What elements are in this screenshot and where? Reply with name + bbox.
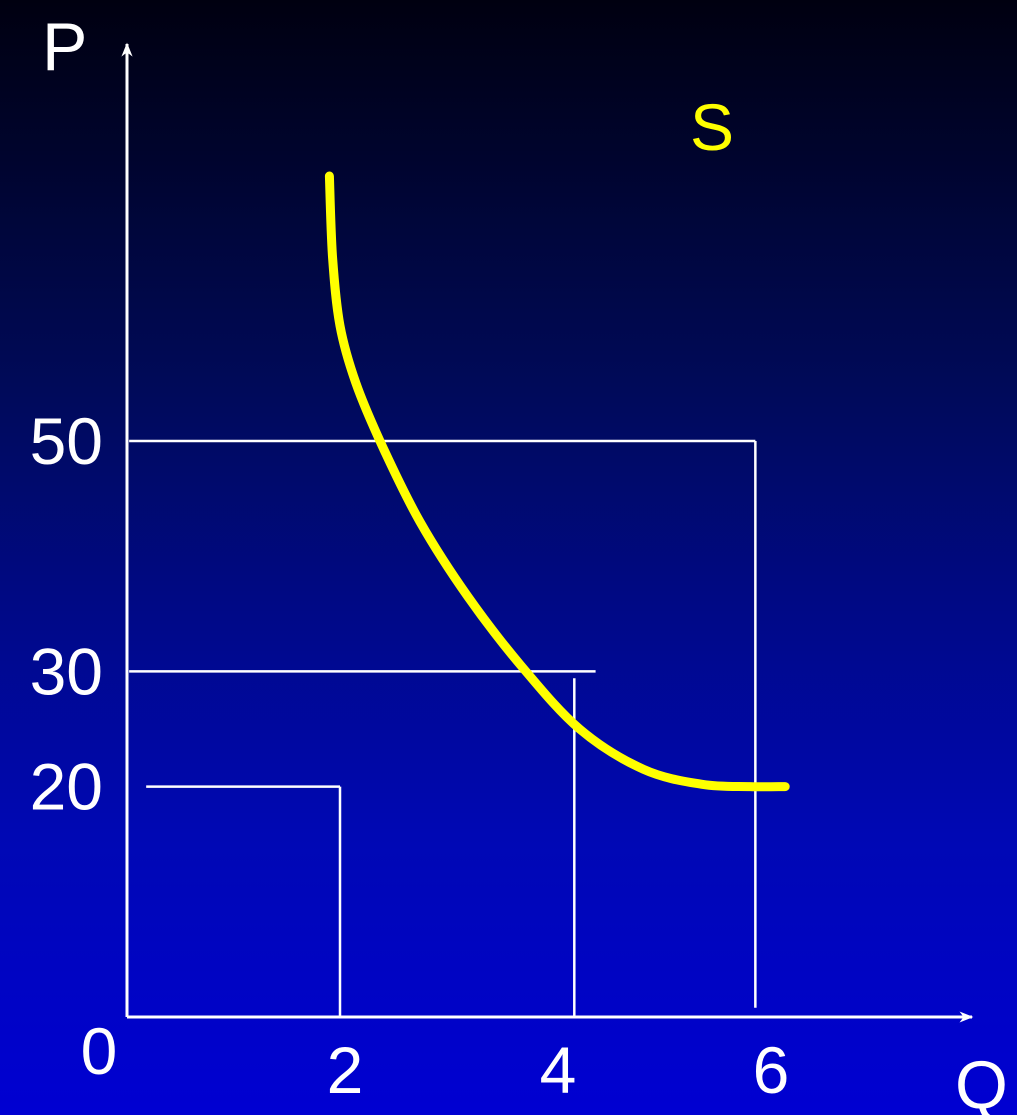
x-axis-label: Q: [955, 1047, 1008, 1115]
x-tick-label-6: 6: [753, 1033, 790, 1107]
origin-label: 0: [81, 1014, 118, 1088]
tick-labels: 2 4 6 20 30 50: [30, 404, 790, 1107]
y-tick-label-20: 20: [30, 750, 103, 824]
x-tick-label-4: 4: [540, 1033, 577, 1107]
y-tick-label-50: 50: [30, 404, 103, 478]
guide-lines: [129, 439, 757, 1017]
series-line-s: [324, 171, 790, 792]
y-axis-label: P: [42, 9, 87, 85]
curves: S: [324, 90, 790, 792]
series-label-s: S: [690, 90, 734, 164]
x-tick-label-2: 2: [327, 1033, 364, 1107]
y-tick-label-30: 30: [30, 634, 103, 708]
